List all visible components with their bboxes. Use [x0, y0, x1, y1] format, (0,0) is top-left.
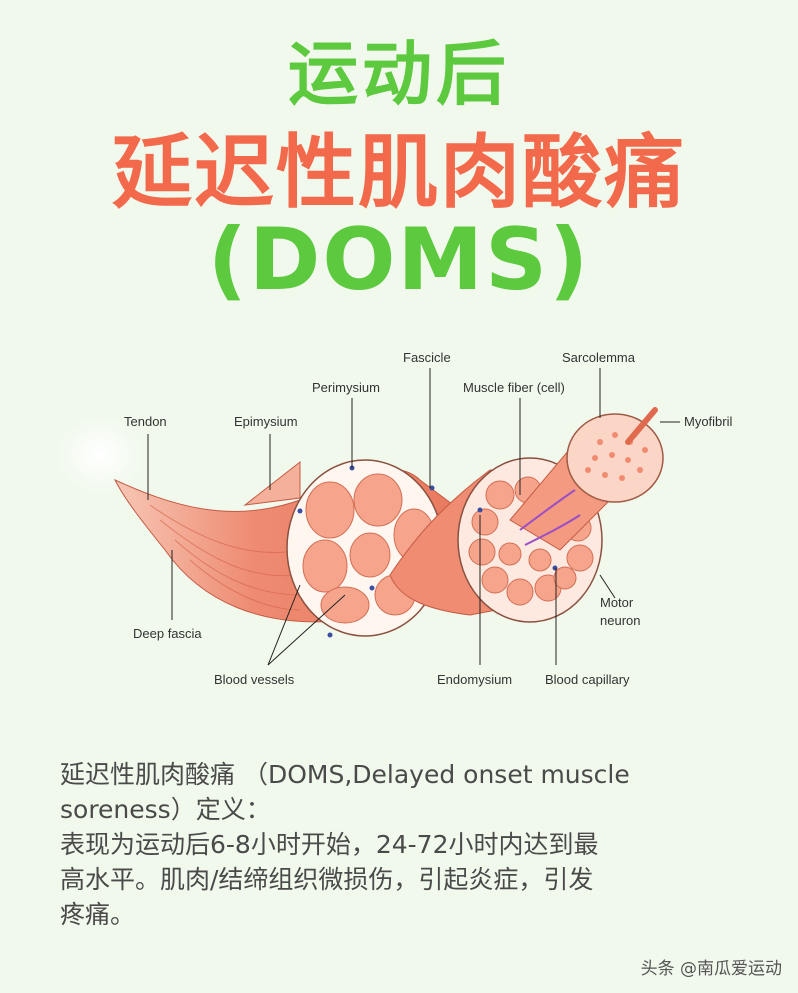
- label-muscle-fiber: Muscle fiber (cell): [463, 380, 565, 395]
- watermark: 头条 @南瓜爱运动: [640, 959, 782, 979]
- epimysium-flap: [243, 460, 301, 506]
- label-blood-vessels: Blood vessels: [214, 672, 295, 687]
- label-deep-fascia: Deep fascia: [133, 626, 202, 641]
- myofibril-rod: [625, 407, 658, 445]
- doms-definition: 延迟性肌肉酸痛 （DOMS,Delayed onset muscle soren…: [60, 757, 760, 932]
- motor-neuron: [519, 489, 581, 546]
- title-line-1: 运动后: [288, 33, 510, 115]
- label-fascicle: Fascicle: [403, 350, 451, 365]
- fascicle-cells: [302, 473, 435, 624]
- title-line-2: 延迟性肌肉酸痛: [112, 126, 686, 219]
- definition-line-1: 延迟性肌肉酸痛 （DOMS,Delayed onset muscle: [60, 760, 630, 789]
- tendon-glow: [55, 415, 145, 495]
- title-line-3: (DOMS): [207, 210, 591, 310]
- leader-lines: [147, 368, 680, 666]
- definition-line-2: soreness）定义：: [60, 795, 271, 824]
- label-perimysium: Perimysium: [312, 380, 380, 395]
- label-tendon: Tendon: [124, 414, 167, 429]
- fiber-end: [566, 413, 664, 503]
- label-myofibril: Myofibril: [684, 414, 733, 429]
- label-neuron: neuron: [600, 613, 640, 628]
- label-motor: Motor: [600, 595, 634, 610]
- label-sarcolemma: Sarcolemma: [562, 350, 636, 365]
- muscle-striations: [149, 504, 301, 611]
- muscle-anatomy-diagram: Tendon Epimysium Perimysium Fascicle Sar…: [55, 350, 733, 687]
- definition-line-3: 表现为运动后6-8小时开始，24-72小时内达到最: [60, 830, 599, 859]
- myofibril-dots: [585, 432, 648, 481]
- label-epimysium: Epimysium: [234, 414, 298, 429]
- label-endomysium: Endomysium: [437, 672, 512, 687]
- definition-line-4: 高水平。肌肉/结缔组织微损伤，引起炎症，引发: [60, 865, 594, 894]
- definition-line-5: 疼痛。: [60, 900, 136, 929]
- label-blood-capillary: Blood capillary: [545, 672, 630, 687]
